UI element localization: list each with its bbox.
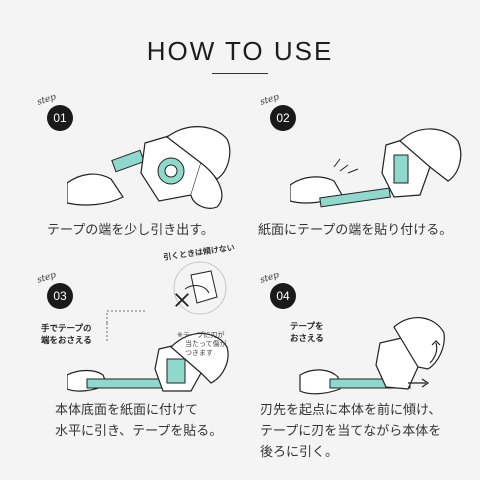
blade-note: ※テープに刃が 当たって傷が つきます [177,331,227,357]
step-number-badge: 02 [270,105,296,131]
tape-press-label: テープを おさえる [290,322,324,344]
page-title: HOW TO USE [146,36,334,66]
step-04-caption: 刃先を起点に本体を前に傾け、 テープに刃を当てながら本体を 後ろに引く。 [260,403,442,460]
title-divider [212,73,268,74]
tilt-warning-illustration [173,261,227,315]
step-01-caption: テープの端を少し引き出す。 [47,223,214,238]
step-02-illustration [290,128,462,208]
step-03-illustration [67,310,229,392]
step-03-caption: 本体底面を紙面に付けて 水平に引き、テープを貼る。 [55,403,223,439]
step-04: step 04 テープを おさえる 刃先を起点に本体を前に傾け、 テープに刃を当… [259,270,470,460]
step-01-illustration [67,126,231,209]
step-04-illustration [299,317,445,395]
step-02: step 02 紙面にテープの端を貼り付ける。 [258,92,470,275]
step-number-badge: 04 [270,283,296,309]
cross-mark-icon [175,293,189,307]
step-number-badge: 03 [47,283,73,309]
step-number-badge: 01 [47,105,73,131]
step-03: step 03 手でテープの 端をおさえる 引くときは傾けない ※テープに刃が … [36,243,247,453]
step-01: step 01 テープの端を少し引き出す。 [36,92,247,275]
step-02-caption: 紙面にテープの端を貼り付ける。 [258,223,453,238]
hand-label: 手でテープの 端をおさえる [41,324,92,346]
